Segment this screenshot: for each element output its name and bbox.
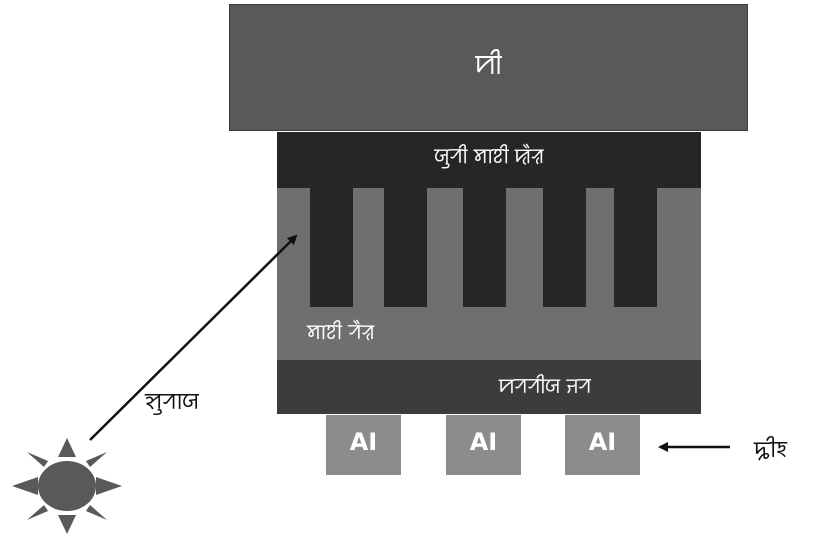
- sun-icon: [12, 438, 122, 534]
- finger: [543, 188, 586, 307]
- bottom-layer: ꠙꠞꠞꠤꠎ ꠔꠞ: [277, 360, 701, 414]
- sun-arrow-label: ꠡꠥꠞꠣꠎ: [145, 390, 199, 415]
- finger: [310, 188, 353, 307]
- pad-label: AI: [469, 428, 498, 456]
- middle-layer-label: ꠝꠣꠐꠤ ꠞꠂꠟ: [307, 320, 375, 344]
- finger: [384, 188, 427, 307]
- top-layer-label: ꠙꠤ: [475, 51, 502, 81]
- contact-pad: AI: [326, 415, 401, 475]
- dark-layer: ꠎꠥꠞꠤ ꠝꠣꠐꠤ ꠢꠂꠟ: [277, 132, 701, 188]
- pad-label: AI: [349, 428, 378, 456]
- contact-pad: AI: [565, 415, 640, 475]
- bottom-layer-label: ꠙꠞꠞꠤꠎ ꠔꠞ: [499, 374, 591, 398]
- right-arrow-label: ꠍꠤꠁ: [754, 438, 788, 463]
- finger: [463, 188, 506, 307]
- finger: [614, 188, 657, 307]
- dark-layer-label: ꠎꠥꠞꠤ ꠝꠣꠐꠤ ꠢꠂꠟ: [434, 144, 544, 168]
- top-layer: ꠙꠤ: [229, 4, 748, 131]
- pad-label: AI: [588, 428, 617, 456]
- arrow-icon: [89, 234, 298, 441]
- contact-pad: AI: [446, 415, 521, 475]
